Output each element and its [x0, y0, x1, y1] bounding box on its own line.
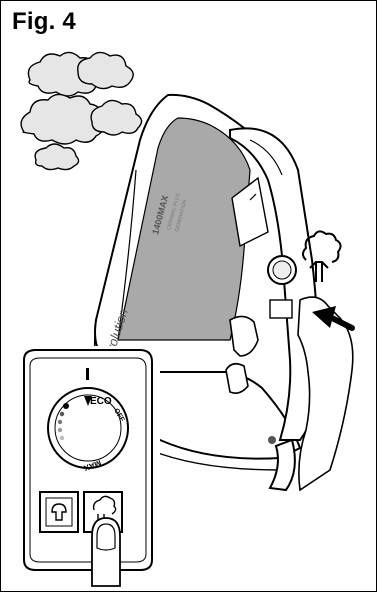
spray-button-icon[interactable] — [40, 492, 78, 532]
dial-eco-label: ECO — [90, 396, 112, 407]
thermostat-dial[interactable] — [268, 256, 296, 284]
steam-cloud-icon — [21, 52, 141, 169]
finger-press — [92, 518, 120, 586]
handle-button-panel[interactable] — [270, 300, 292, 318]
temperature-dial[interactable] — [48, 388, 128, 468]
